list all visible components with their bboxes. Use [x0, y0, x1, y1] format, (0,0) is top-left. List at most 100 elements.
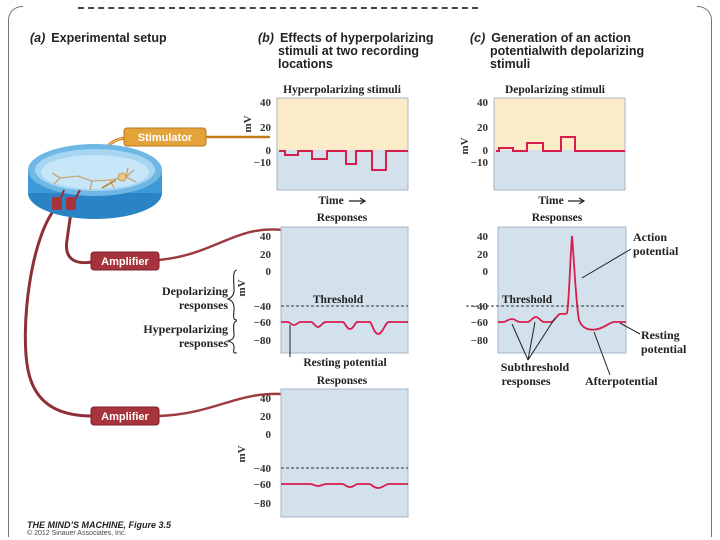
panel-c-annotations: Action potential Resting potential Subth…: [501, 230, 687, 388]
responses-title: Responses: [317, 375, 368, 387]
tick-label: 20: [260, 411, 272, 423]
depolarizing-brace-icon: [226, 269, 238, 321]
panel-c-title-line-1: Generation of an action: [491, 31, 631, 45]
time-axis-label: Time: [538, 195, 563, 207]
figure-credit: THE MIND’S MACHINE, Figure 3.5 © 2012 Si…: [27, 520, 171, 537]
threshold-label: Threshold: [502, 294, 553, 306]
responses-graph-2: Responses 40 20 0 −40 −60 −80 Threshold: [466, 212, 627, 354]
recording-wire-1: [157, 228, 283, 262]
action-potential-line-1: Action: [633, 230, 667, 244]
tick-label: 0: [483, 145, 489, 157]
panel-b-title-line-3: locations: [278, 57, 333, 71]
y-axis-unit: mV: [242, 115, 254, 132]
top-dashed-border: [78, 7, 478, 9]
tick-label: −80: [471, 335, 489, 347]
response-trace-3: [281, 483, 408, 489]
tick-label: −10: [254, 157, 272, 169]
panel-a-title: (a) Experimental setup: [30, 32, 167, 45]
subthreshold-pointers: [511, 317, 556, 361]
response-trace-1: [281, 320, 408, 335]
time-axis-label: Time: [318, 195, 343, 207]
tick-label: 40: [260, 231, 272, 243]
responses-graph-1: Responses 40 20 0 −40 −60 −80 mV Thresho…: [236, 212, 409, 369]
amplifier-2-label: Amplifier: [101, 411, 149, 423]
tick-label: 0: [266, 145, 272, 157]
petri-dish: [28, 144, 162, 219]
recording-wire-2: [157, 392, 283, 418]
threshold-label: Threshold: [313, 294, 364, 306]
hyperpolarizing-stimuli-graph: Hyperpolarizing stimuli 40 20 0 −10 mV T…: [242, 84, 409, 207]
tick-label: 0: [483, 266, 489, 278]
panel-a-letter: (a): [30, 31, 46, 45]
hyperpolarizing-stimulus-trace: [279, 150, 408, 171]
action-potential-line-2: potential: [633, 244, 679, 258]
figure-citation: THE MIND’S MACHINE, Figure 3.5: [27, 520, 172, 530]
depolarizing-stimuli-title: Depolarizing stimuli: [505, 84, 606, 96]
amplifier-1-box: Amplifier: [90, 251, 160, 271]
tick-label: 20: [260, 249, 272, 261]
amplifier-1-label: Amplifier: [101, 256, 149, 268]
tick-label: 40: [477, 231, 489, 243]
resting-potential-c-line-2: potential: [641, 342, 687, 356]
stimulator-label: Stimulator: [138, 132, 193, 144]
panel-b-title: (b) Effects of hyperpolarizing stimuli at…: [258, 32, 433, 71]
tick-label: 40: [260, 393, 272, 405]
slide-frame-left: [8, 6, 23, 537]
panel-c-title-line-2: potentialwith depolarizing: [490, 44, 645, 58]
subthreshold-responses-line-1: Subthreshold: [501, 360, 570, 374]
copyright-notice: © 2012 Sinauer Associates, Inc.: [27, 530, 127, 537]
depolarizing-responses-line-1: Depolarizing: [162, 284, 228, 298]
tick-label: 20: [477, 122, 489, 134]
subthreshold-responses-line-2: responses: [501, 374, 550, 388]
tick-label: −10: [471, 157, 489, 169]
tick-label: −80: [254, 498, 272, 510]
tick-label: 0: [266, 429, 272, 441]
depolarizing-stimuli-graph: Depolarizing stimuli 40 20 0 −10 mV Time: [459, 84, 626, 207]
hyperpolarizing-responses-line-1: Hyperpolarizing: [143, 322, 228, 336]
hyperpolarizing-responses-line-2: responses: [179, 336, 228, 350]
electrode-1-icon: [66, 197, 76, 210]
panel-b-letter: (b): [258, 31, 274, 45]
action-potential-trace: [498, 235, 626, 331]
electrodes: [52, 179, 117, 210]
tick-label: −80: [254, 335, 272, 347]
tick-label: −60: [471, 317, 489, 329]
tick-label: 40: [260, 97, 272, 109]
time-arrow-icon: [349, 197, 367, 205]
responses-graph-3: Responses 40 20 0 −40 −60 −80 mV: [236, 375, 409, 518]
hyperpolarizing-brace-icon: [226, 320, 238, 354]
resting-potential-c-pointer: [619, 322, 641, 335]
tick-label: 40: [477, 97, 489, 109]
neuron-icon: [51, 167, 137, 191]
resting-potential-label: Resting potential: [303, 357, 386, 369]
afterpotential-label: Afterpotential: [585, 374, 658, 388]
panel-c-title-line-3: stimuli: [490, 57, 531, 71]
tick-label: −60: [254, 317, 272, 329]
electrode-2-icon: [52, 197, 62, 210]
hyperpolarizing-stimuli-title: Hyperpolarizing stimuli: [283, 84, 402, 96]
depolarizing-stimulus-trace: [496, 136, 625, 152]
panel-b-title-line-2: stimuli at two recording: [278, 44, 419, 58]
tick-label: −60: [254, 479, 272, 491]
y-axis-unit: mV: [236, 279, 248, 296]
tick-label: −40: [254, 301, 272, 313]
responses-title: Responses: [532, 212, 583, 224]
tick-label: −40: [471, 301, 489, 313]
panel-c-title: (c) Generation of an action potentialwith…: [470, 32, 644, 71]
responses-title: Responses: [317, 212, 368, 224]
stimulator-box: Stimulator: [123, 127, 207, 147]
panel-a-title-text: Experimental setup: [51, 31, 167, 45]
panel-c-letter: (c): [470, 31, 486, 45]
response-type-labels: Depolarizing responses Hyperpolarizing r…: [143, 269, 238, 354]
depolarizing-responses-line-2: responses: [179, 298, 228, 312]
resting-potential-c-line-1: Resting: [641, 328, 680, 342]
tick-label: 0: [266, 266, 272, 278]
panel-b-title-line-1: Effects of hyperpolarizing: [279, 31, 434, 45]
action-potential-pointer: [581, 248, 632, 279]
tick-label: 20: [260, 122, 272, 134]
amplifier-1-wire: [64, 204, 93, 265]
amplifier-2-box: Amplifier: [90, 406, 160, 426]
y-axis-unit: mV: [236, 445, 248, 462]
tick-label: 20: [477, 249, 489, 261]
